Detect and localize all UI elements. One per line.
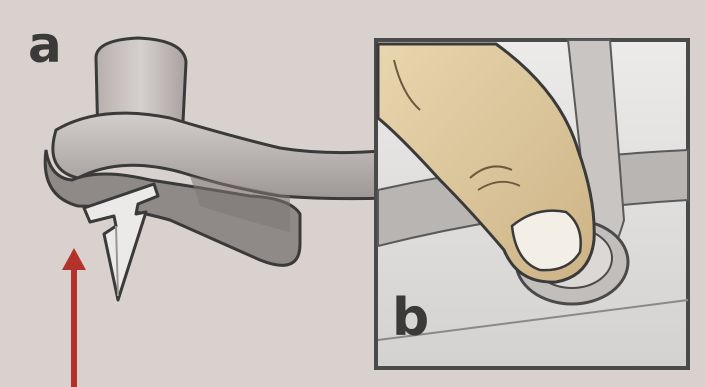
panel-label-b: b [392,292,429,344]
panel-label-a: a [28,20,62,70]
